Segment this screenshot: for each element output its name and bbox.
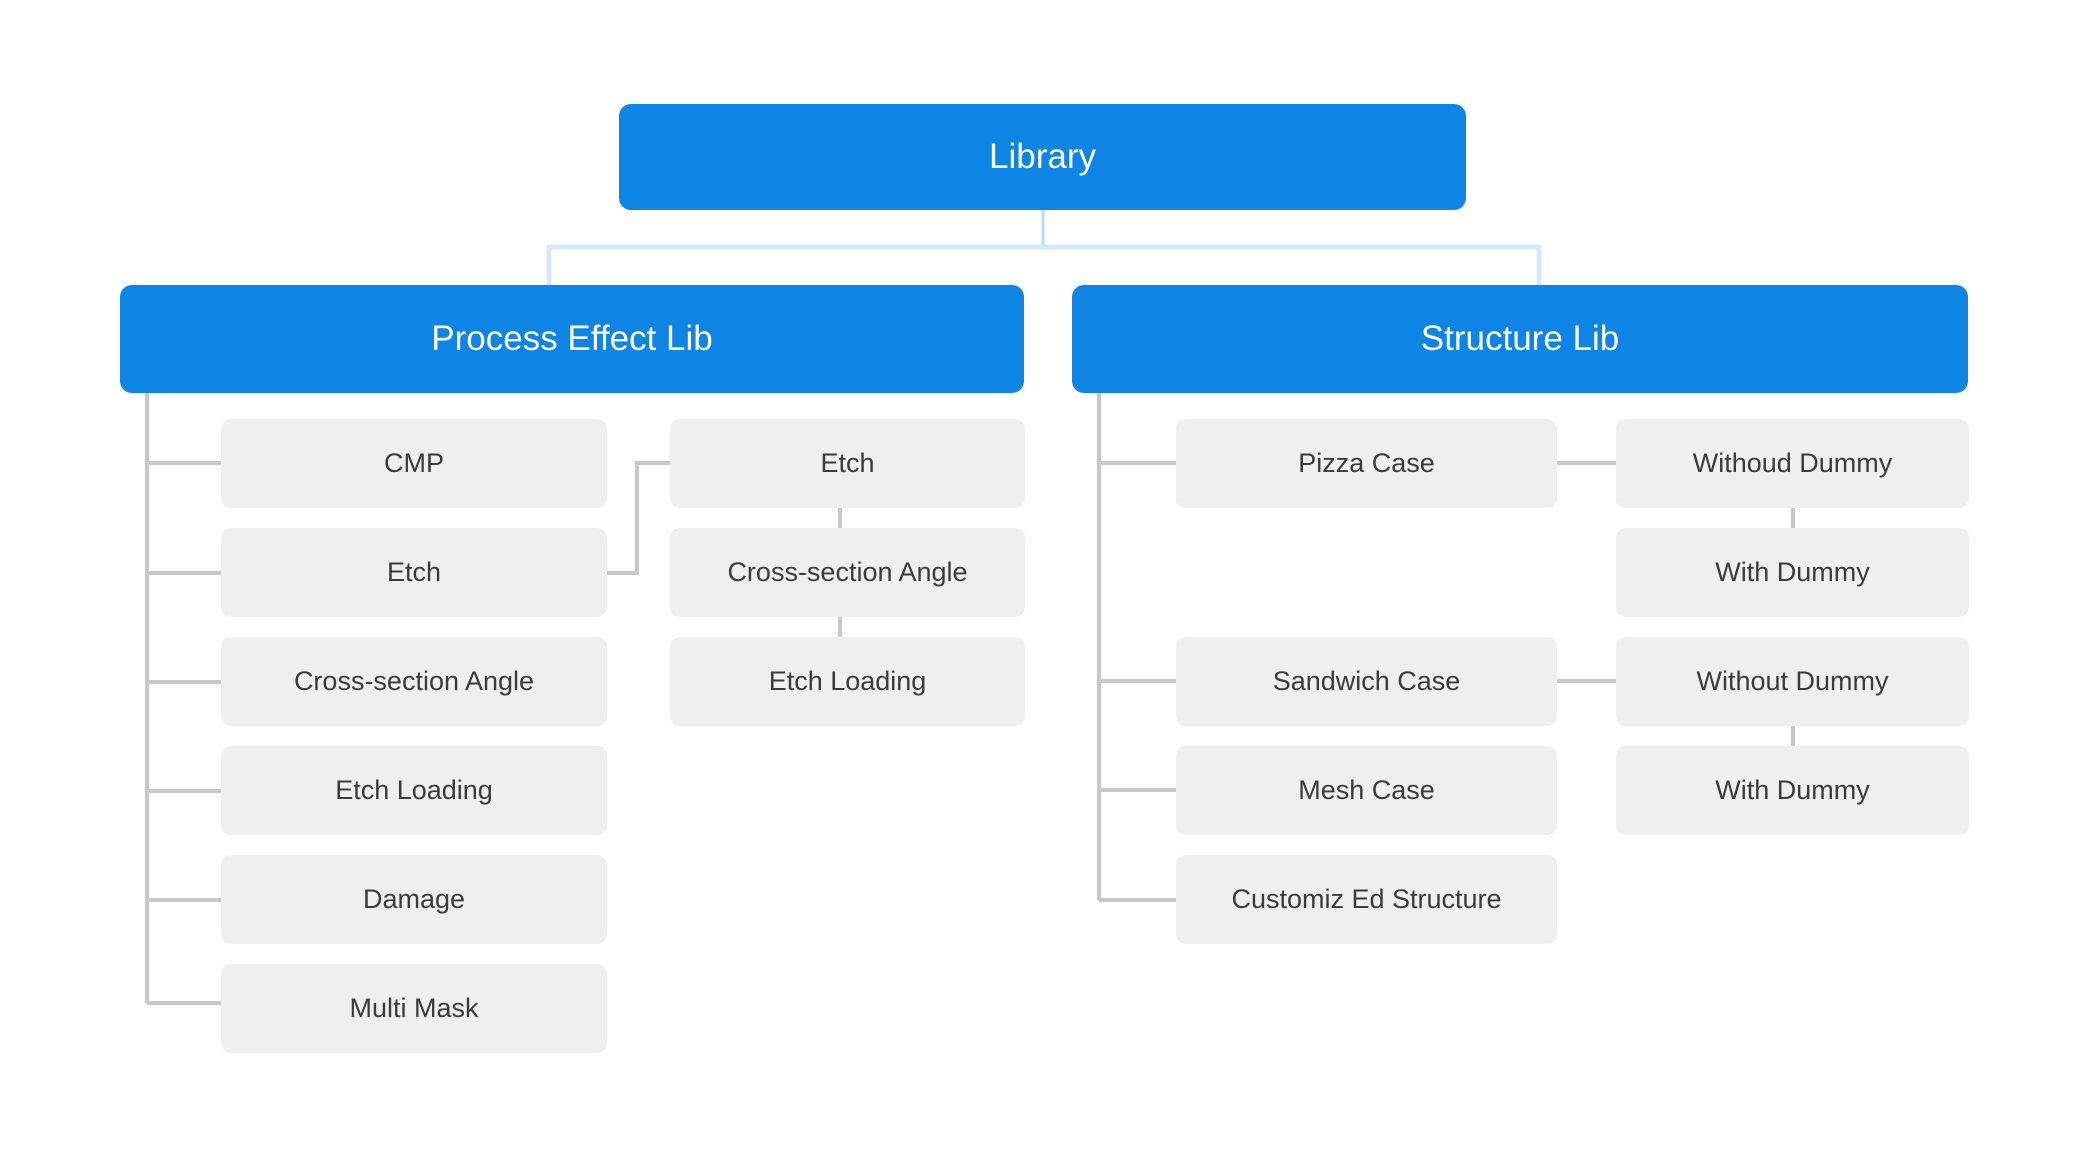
node-process-effect-lib[interactable]: Process Effect Lib [120,285,1024,393]
node-structure-lib[interactable]: Structure Lib [1072,285,1968,393]
node-cmp[interactable]: CMP [221,419,607,508]
node-etch-loading-col1-label: Etch Loading [335,775,493,806]
node-withoud-dummy-label: Withoud Dummy [1692,448,1893,479]
node-with-dummy-sandwich[interactable]: With Dummy [1616,746,1969,835]
node-etch-col1[interactable]: Etch [221,528,607,617]
node-without-dummy[interactable]: Without Dummy [1616,637,1969,726]
node-sandwich-case-label: Sandwich Case [1272,666,1461,697]
node-etch-loading-col1[interactable]: Etch Loading [221,746,607,835]
node-structure-lib-label: Structure Lib [1420,319,1620,358]
node-multi-mask[interactable]: Multi Mask [221,964,607,1053]
node-mesh-case-label: Mesh Case [1298,775,1435,806]
node-pizza-case[interactable]: Pizza Case [1176,419,1557,508]
node-cross-section-angle-col2[interactable]: Cross-section Angle [670,528,1025,617]
root-connectors [546,210,1542,289]
node-with-dummy-sandwich-label: With Dummy [1715,775,1870,806]
node-library[interactable]: Library [619,104,1466,210]
node-mesh-case[interactable]: Mesh Case [1176,746,1557,835]
structure-lib-connectors [1097,393,1176,902]
node-process-effect-lib-label: Process Effect Lib [431,319,713,358]
node-with-dummy-pizza[interactable]: With Dummy [1616,528,1969,617]
node-cross-section-angle-col1-label: Cross-section Angle [293,666,535,697]
node-customiz-ed-structure[interactable]: Customiz Ed Structure [1176,855,1557,944]
node-etch-col2-label: Etch [820,448,875,479]
node-pizza-case-label: Pizza Case [1298,448,1435,479]
node-etch-loading-col2-label: Etch Loading [768,666,927,697]
node-damage[interactable]: Damage [221,855,607,944]
node-library-label: Library [989,137,1096,176]
node-cross-section-angle-col1[interactable]: Cross-section Angle [221,637,607,726]
node-customiz-ed-structure-label: Customiz Ed Structure [1231,884,1502,915]
node-damage-label: Damage [362,884,466,915]
node-cross-section-angle-col2-label: Cross-section Angle [727,557,968,588]
process-effect-lib-connectors [145,393,221,1005]
node-cmp-label: CMP [384,448,444,479]
node-etch-col1-label: Etch [386,557,442,588]
node-etch-loading-col2[interactable]: Etch Loading [670,637,1025,726]
node-multi-mask-label: Multi Mask [349,993,479,1024]
node-withoud-dummy[interactable]: Withoud Dummy [1616,419,1969,508]
node-etch-col2[interactable]: Etch [670,419,1025,508]
node-without-dummy-label: Without Dummy [1696,666,1889,697]
node-with-dummy-pizza-label: With Dummy [1715,557,1870,588]
node-sandwich-case[interactable]: Sandwich Case [1176,637,1557,726]
